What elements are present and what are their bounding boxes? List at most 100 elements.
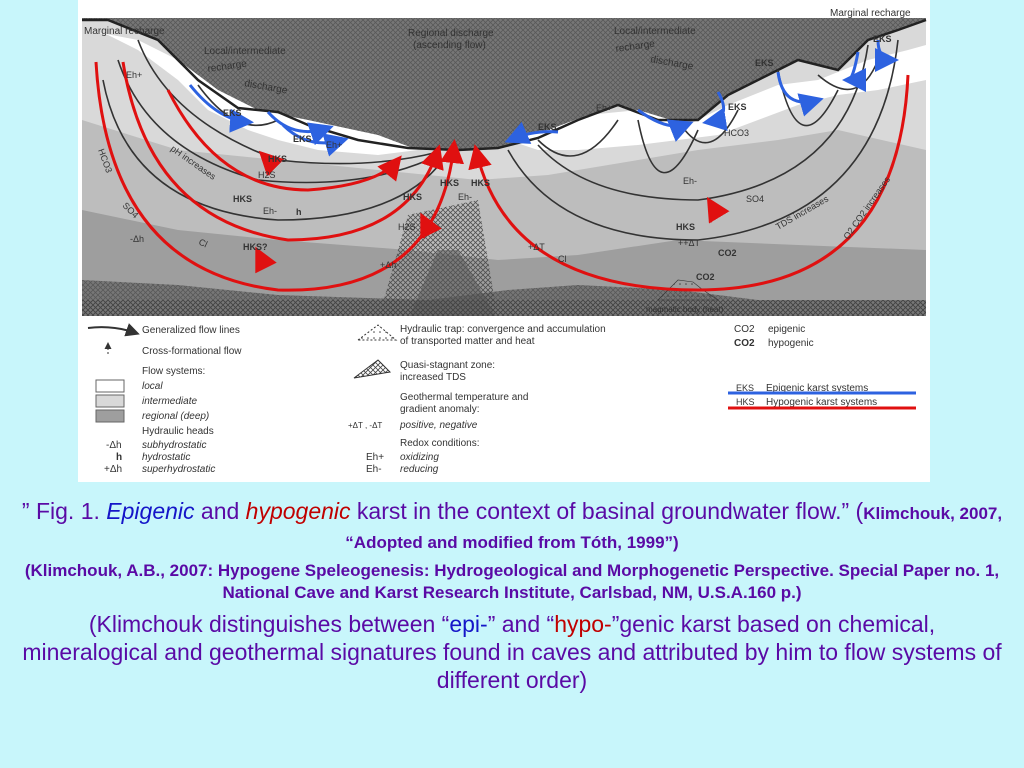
explanatory-note: (Klimchouk distinguishes between “epi-” … xyxy=(20,610,1004,694)
legend-geo-2: gradient anomaly: xyxy=(400,404,480,415)
hypogenic-flow-arrows xyxy=(94,61,910,292)
eks-label-3: EKS xyxy=(538,122,557,132)
caption-and: and xyxy=(194,498,246,524)
eh-minus-label-3: Eh- xyxy=(683,176,697,186)
so4-right-label: SO4 xyxy=(746,194,764,204)
legend-plus-dh-symbol: +Δh xyxy=(104,464,122,475)
hks-label-6: HKS xyxy=(676,222,695,232)
eh-minus-label-1: Eh- xyxy=(263,206,277,216)
legend: Generalized flow lines Cross-formational… xyxy=(82,316,926,482)
legend-reducing: reducing xyxy=(400,464,439,475)
hks-label-4: HKS xyxy=(440,178,459,188)
legend-hypogenic: hypogenic xyxy=(768,338,814,349)
caption-epigenic: Epigenic xyxy=(106,498,195,524)
note-part-b: ” and “ xyxy=(487,611,555,637)
epigenic-flow-arrows xyxy=(188,39,899,157)
recharge-left-label: recharge xyxy=(207,59,248,75)
ground-surface xyxy=(82,18,927,152)
karst-flow-figure: Marginal recharge Marginal recharge Regi… xyxy=(78,0,930,482)
local-intermediate-left-label: Local/intermediate xyxy=(204,46,286,57)
eh-plus-label-2: Eh+ xyxy=(326,140,342,150)
local-intermediate-right-label: Local/intermediate xyxy=(614,26,696,37)
legend-hks-symbol: HKS xyxy=(736,397,755,407)
h2s-label-2: H2S xyxy=(398,222,416,232)
h2s-label-1: H2S xyxy=(258,170,276,180)
legend-cross-formational: Cross-formational flow xyxy=(142,346,242,357)
legend-superhydrostatic: superhydrostatic xyxy=(142,464,215,475)
legend-geo-symbol: +ΔT , -ΔT xyxy=(348,421,382,430)
hks-label-3: HKS xyxy=(403,192,422,202)
legend-generalized-flow: Generalized flow lines xyxy=(142,325,240,336)
diagram-svg: Marginal recharge Marginal recharge Regi… xyxy=(82,8,927,482)
legend-co2-hypogenic-symbol: CO2 xyxy=(734,338,755,349)
eks-label-4: EKS xyxy=(728,102,747,112)
legend-co2-epigenic-symbol: CO2 xyxy=(734,324,755,335)
eks-label-5: EKS xyxy=(755,58,774,68)
cl-left-label: Cl xyxy=(197,237,209,250)
legend-geo-3: positive, negative xyxy=(399,420,478,431)
caption: ” Fig. 1. Epigenic and hypogenic karst i… xyxy=(20,498,1004,694)
legend-minus-dh-symbol: -Δh xyxy=(106,440,122,451)
legend-h-symbol: h xyxy=(116,452,122,463)
zone-labels: Marginal recharge Marginal recharge Regi… xyxy=(84,8,911,97)
generalized-flow-symbol xyxy=(87,323,140,337)
note-hypo: hypo- xyxy=(554,611,612,637)
legend-local: local xyxy=(142,381,163,392)
caption-open: ” Fig. 1. xyxy=(21,498,107,524)
legend-hydraulic-heads: Hydraulic heads xyxy=(142,426,214,437)
legend-epigenic-karst: Epigenic karst systems xyxy=(766,383,868,394)
co2-label-1: CO2 xyxy=(718,248,737,258)
legend-intermediate: intermediate xyxy=(142,396,197,407)
legend-oxidizing: oxidizing xyxy=(400,452,439,463)
eks-label-2: EKS xyxy=(293,134,312,144)
caption-rest: karst in the context of basinal groundwa… xyxy=(350,498,864,524)
hks-label-2: HKS xyxy=(233,194,252,204)
legend-hydrostatic: hydrostatic xyxy=(142,452,190,463)
hydraulic-trap-symbol xyxy=(356,324,398,341)
hks-label-1: HKS xyxy=(268,154,287,164)
marginal-recharge-left-label: Marginal recharge xyxy=(84,26,165,37)
regional-swatch xyxy=(95,409,125,423)
legend-quasi-2: increased TDS xyxy=(400,372,466,383)
co2-label-2: CO2 xyxy=(696,272,715,282)
legend-geo-1: Geothermal temperature and xyxy=(400,392,528,403)
reference-citation: (Klimchouk, A.B., 2007: Hypogene Speleog… xyxy=(24,561,1000,602)
legend-epigenic: epigenic xyxy=(768,324,805,335)
legend-subhydrostatic: subhydrostatic xyxy=(142,440,206,451)
legend-redox: Redox conditions: xyxy=(400,438,480,449)
ascending-flow-label: (ascending flow) xyxy=(413,40,486,51)
legend-trap-2: of transported matter and heat xyxy=(400,336,535,347)
legend-eh-plus: Eh+ xyxy=(366,452,384,463)
quasi-stagnant-symbol xyxy=(353,359,392,379)
eh-minus-label-2: Eh- xyxy=(458,192,472,202)
legend-eks-symbol: EKS xyxy=(736,383,754,393)
eh-plus-label-1: Eh+ xyxy=(126,70,142,80)
regional-discharge-label: Regional discharge xyxy=(408,28,494,39)
legend-hypogenic-karst: Hypogenic karst systems xyxy=(766,397,877,408)
eh-plus-label-3: Eh+ xyxy=(596,103,612,113)
caption-attribution: Klimchouk, 2007, “Adopted and modified f… xyxy=(345,504,1003,552)
figure-caption: ” Fig. 1. Epigenic and hypogenic karst i… xyxy=(20,498,1004,556)
eks-label-6: EKS xyxy=(873,34,892,44)
legend-quasi-1: Quasi-stagnant zone: xyxy=(400,360,495,371)
note-part-a: (Klimchouk distinguishes between “ xyxy=(88,611,450,637)
eks-label-1: EKS xyxy=(223,108,242,118)
local-swatch xyxy=(95,379,125,393)
note-part-c: ”genic karst based on chemical, mineralo… xyxy=(22,611,1002,693)
note-epi: epi- xyxy=(449,611,488,637)
cl-right-label: Cl xyxy=(558,254,567,264)
h-label: h xyxy=(296,207,302,217)
minus-dh-label: -Δh xyxy=(130,234,144,244)
caption-hypogenic: hypogenic xyxy=(245,498,351,524)
hco3-right-label: HCO3 xyxy=(724,128,749,138)
legend-flow-systems: Flow systems: xyxy=(142,366,205,377)
hks-label-5: HKS xyxy=(471,178,490,188)
legend-regional: regional (deep) xyxy=(142,411,209,422)
legend-trap-1: Hydraulic trap: convergence and accumula… xyxy=(400,324,606,335)
recharge-right-label: recharge xyxy=(615,39,656,55)
plus-plus-dt-label: ++ΔT xyxy=(678,238,701,248)
plus-dh-label: +Δh xyxy=(380,260,396,270)
plus-dt-label: +ΔT xyxy=(528,242,545,252)
magmatic-body-label: magmatic body (heat) xyxy=(646,305,724,314)
